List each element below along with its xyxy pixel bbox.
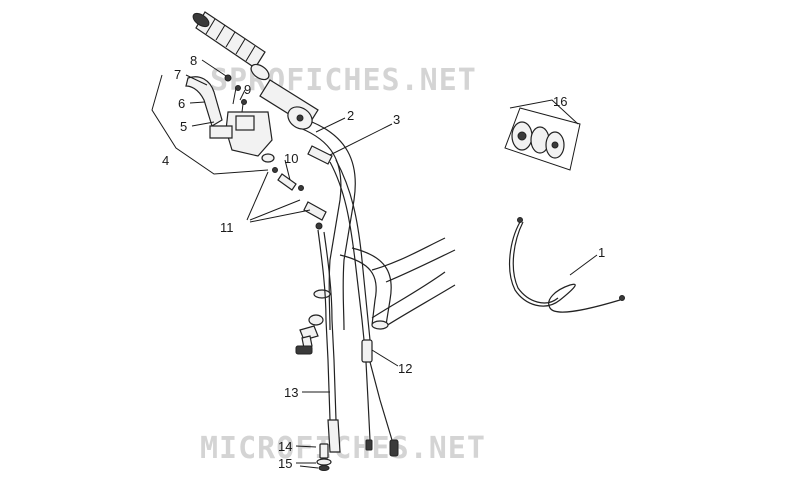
- watermark-bottom: MICROFICHES.NET: [200, 431, 486, 466]
- callout-15: 15: [278, 456, 292, 471]
- brake-hose: [303, 201, 341, 453]
- brake-lever-assembly: [185, 74, 304, 191]
- callout-1: 1: [598, 245, 605, 260]
- callout-6: 6: [178, 96, 185, 111]
- brake-pads-16: [504, 107, 581, 171]
- callout-3: 3: [393, 112, 400, 127]
- bolt-assembly: [295, 314, 324, 355]
- fastener-14-15: [316, 443, 332, 471]
- callout-4: 4: [162, 153, 169, 168]
- handlebar-grip: [192, 11, 319, 130]
- callout-labels: 1 2 3 4 5 6 7 8 9 10 11 12 13 14 15 16: [162, 53, 605, 471]
- callout-8: 8: [190, 53, 197, 68]
- callout-7: 7: [174, 67, 181, 82]
- callout-11: 11: [220, 220, 234, 235]
- callout-12: 12: [398, 361, 412, 376]
- handlebar: [299, 121, 456, 331]
- callout-16: 16: [553, 94, 567, 109]
- callout-2: 2: [347, 108, 354, 123]
- throttle-cables: [307, 145, 399, 457]
- callout-14: 14: [278, 439, 292, 454]
- callout-9: 9: [244, 82, 251, 97]
- callout-5: 5: [180, 119, 187, 134]
- callout-13: 13: [284, 385, 298, 400]
- cable-1: [509, 217, 625, 313]
- callout-10: 10: [284, 151, 298, 166]
- leader-lines: [151, 59, 598, 469]
